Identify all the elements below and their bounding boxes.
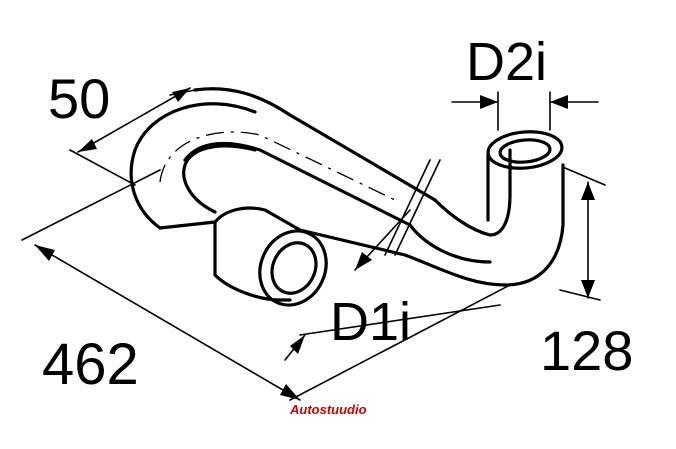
hose-top-edge [193, 87, 437, 202]
hose-outer-bend [129, 102, 257, 230]
width-dimension-line [77, 87, 191, 153]
width-arrow-bottom [78, 139, 97, 152]
outlet-arrow-right [550, 95, 568, 109]
length-extension-right [289, 284, 511, 401]
outlet-end-inner [498, 138, 552, 164]
inlet-label: D1i [330, 292, 411, 352]
inlet-arrow-lower [290, 335, 305, 354]
height-arrow-bottom [581, 280, 595, 298]
outlet-end-outer [486, 130, 564, 170]
watermark-text: Autostuudio [289, 402, 367, 417]
width-label: 50 [48, 67, 110, 130]
inlet-arrow-upper [355, 252, 372, 270]
break-line-1 [394, 159, 441, 256]
dimension-outlet: D2i [451, 32, 599, 131]
hose-bottom-edge [408, 223, 492, 264]
height-extension-top [564, 167, 606, 186]
hose-lower-inner-edge [433, 148, 512, 237]
dimension-length: 462 [21, 169, 511, 401]
dimension-height: 128 [540, 167, 633, 382]
length-dimension-line [34, 244, 301, 401]
inlet-reference-line [299, 304, 501, 336]
height-extension-bottom [559, 289, 601, 301]
dimension-inlet: D1i [284, 209, 501, 361]
hose-centerline [159, 131, 396, 201]
length-arrow-right [280, 384, 300, 400]
inlet-end-outer [258, 229, 328, 307]
height-label: 128 [540, 319, 633, 382]
inlet-cuff [213, 206, 302, 302]
length-label: 462 [42, 332, 139, 397]
length-extension-left [21, 169, 161, 241]
dimension-width: 50 [48, 67, 196, 186]
hose-lower-edge [298, 163, 565, 287]
hose-mid-edge [183, 141, 412, 227]
width-extension-bottom [69, 149, 136, 186]
inlet-end-inner [270, 241, 318, 295]
outlet-label: D2i [466, 32, 547, 92]
width-arrow-top [172, 88, 190, 102]
length-arrow-left [35, 245, 55, 261]
height-arrow-top [581, 182, 595, 200]
hose-inner-bend [182, 144, 257, 214]
break-line-2 [384, 159, 431, 256]
hose-body [129, 87, 565, 307]
outlet-arrow-left [480, 95, 498, 109]
